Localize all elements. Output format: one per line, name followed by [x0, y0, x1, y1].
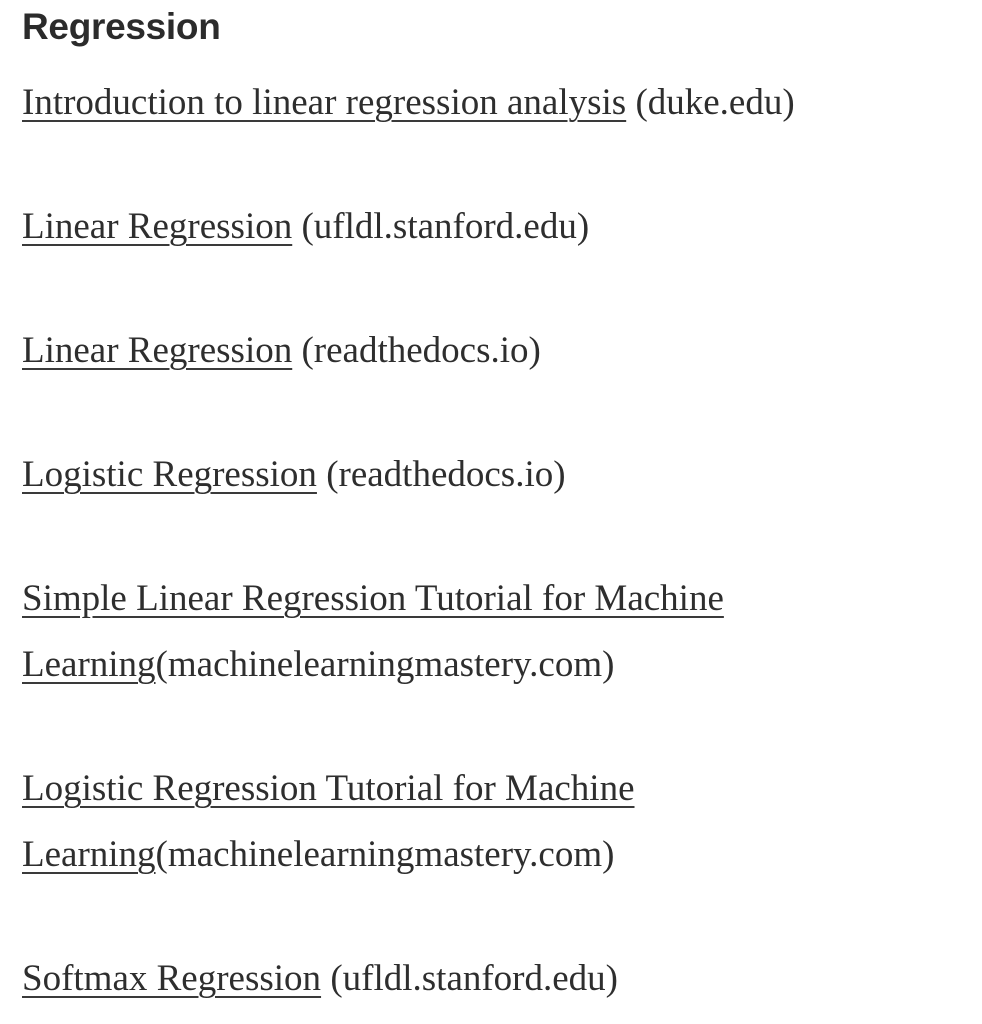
list-item: Linear Regression (readthedocs.io) — [22, 318, 964, 384]
link-logistic-regression-readthedocs[interactable]: Logistic Regression — [22, 454, 317, 495]
link-source-label: (readthedocs.io) — [316, 454, 566, 495]
link-source-label: (readthedocs.io) — [292, 330, 541, 371]
list-item: Logistic Regression Tutorial for Machine… — [22, 756, 964, 888]
list-item: Simple Linear Regression Tutorial for Ma… — [22, 566, 964, 698]
link-linear-regression-readthedocs[interactable]: Linear Regression — [22, 330, 293, 371]
link-linear-regression-ufldl[interactable]: Linear Regression — [22, 206, 293, 247]
regression-link-list: Introduction to linear regression analys… — [22, 70, 964, 1012]
page-title: Regression — [22, 6, 221, 47]
link-logistic-regression-tutorial[interactable]: Logistic Regression Tutorial for Machine… — [22, 768, 635, 875]
link-introduction-to-linear-regression-analysis[interactable]: Introduction to linear regression analys… — [22, 82, 627, 123]
link-simple-linear-regression-tutorial[interactable]: Simple Linear Regression Tutorial for Ma… — [22, 578, 724, 685]
link-source-label: (machinelearningmastery.com) — [155, 644, 615, 685]
link-source-label: (ufldl.stanford.edu) — [292, 206, 590, 247]
link-source-label: (duke.edu) — [626, 82, 795, 123]
list-item: Introduction to linear regression analys… — [22, 70, 964, 136]
link-softmax-regression[interactable]: Softmax Regression — [22, 958, 322, 999]
list-item: Logistic Regression (readthedocs.io) — [22, 442, 964, 508]
link-source-label: (machinelearningmastery.com) — [155, 834, 615, 875]
list-item: Linear Regression (ufldl.stanford.edu) — [22, 194, 964, 260]
list-item: Softmax Regression (ufldl.stanford.edu) — [22, 946, 964, 1012]
link-source-label: (ufldl.stanford.edu) — [321, 958, 619, 999]
